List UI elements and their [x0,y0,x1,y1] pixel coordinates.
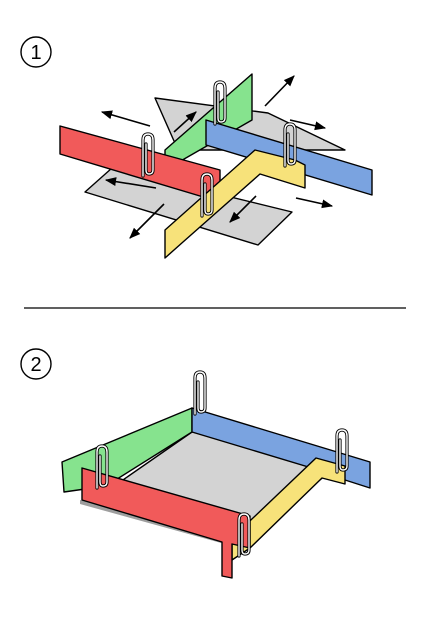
step-2-number-badge: 2 [20,348,52,380]
arrow-icon [295,197,334,209]
step-1-label: 1 [30,42,41,64]
yellow-wall [231,457,346,561]
arrow-icon [129,203,165,239]
arrow-icon [289,119,327,131]
arrow-icon [264,75,295,107]
arrow-icon [104,177,157,189]
arrow-icon [229,195,257,223]
arrow-icon [173,111,197,133]
arrow-icon [100,110,151,127]
paper-clip-icon [193,370,207,416]
step-number-circle [20,348,52,380]
step-2-panel: 2 [20,348,371,579]
step-1-panel: 1 [20,36,373,259]
step-1-number-badge: 1 [20,36,52,68]
step-2-label: 2 [30,354,41,376]
yellow-strip [164,149,306,259]
step-number-circle [20,36,52,68]
